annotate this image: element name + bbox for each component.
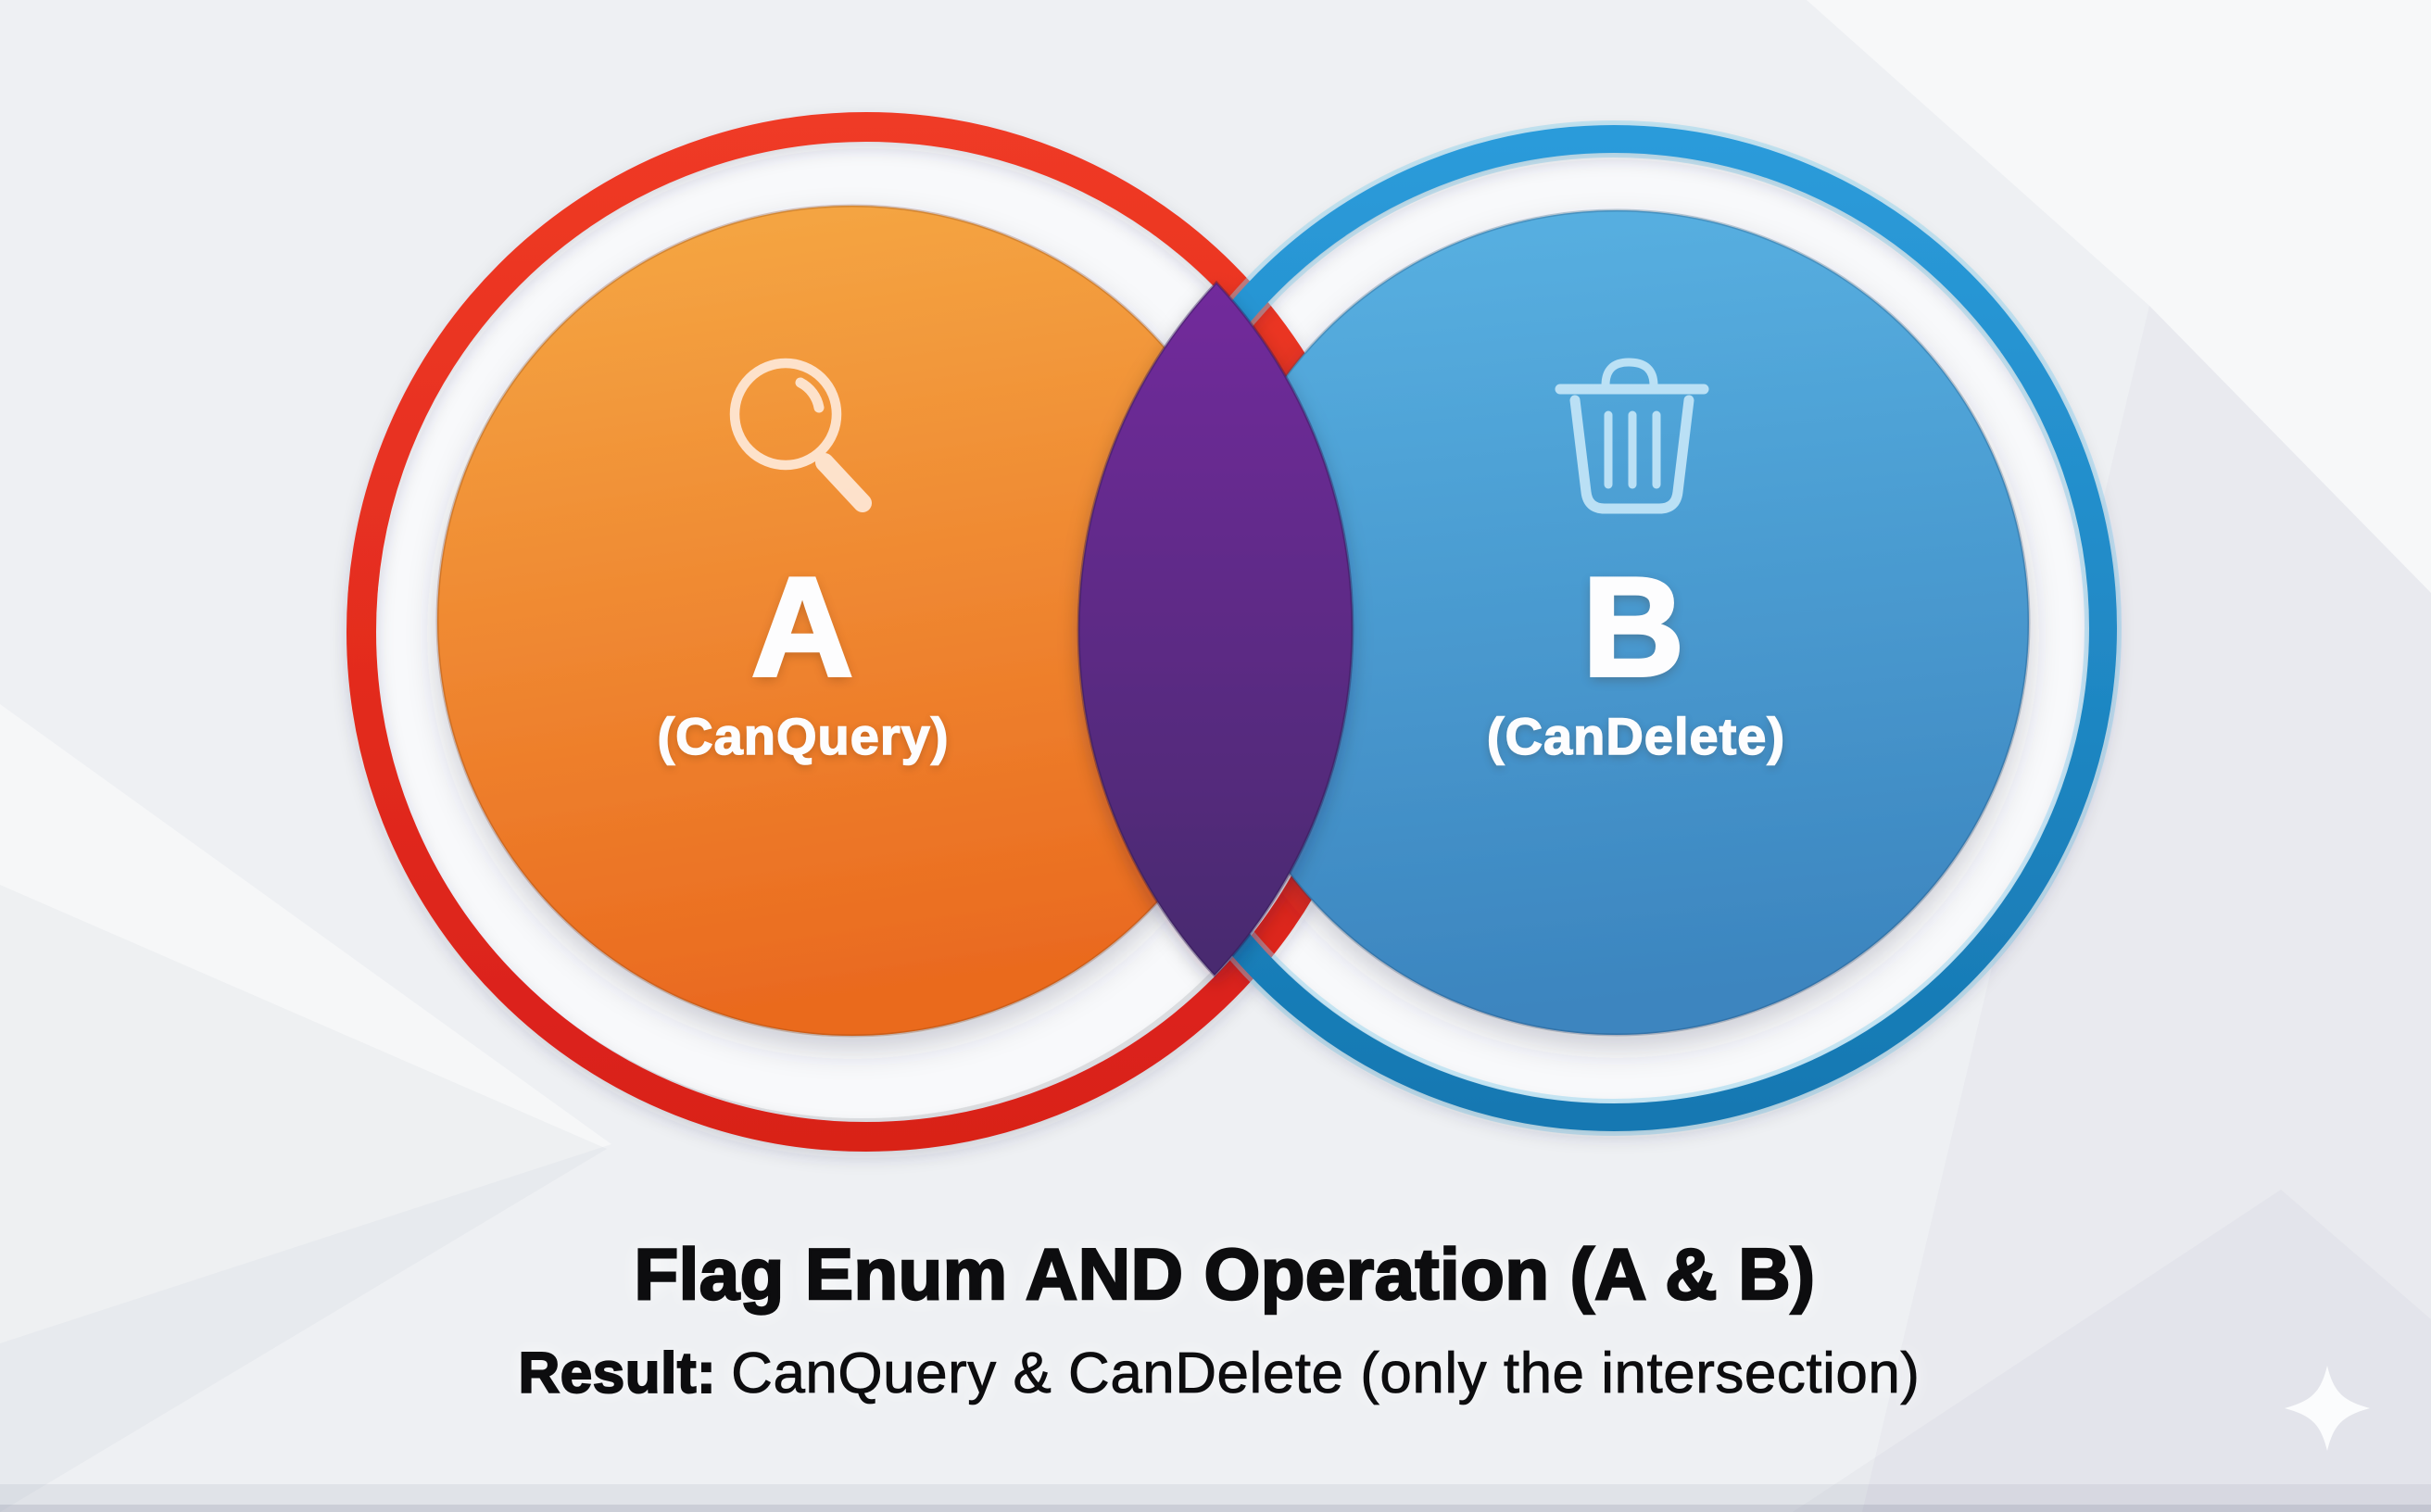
set-b-letter: B	[1581, 548, 1686, 706]
sparkle-icon	[2285, 1366, 2370, 1451]
trash-icon	[1555, 358, 1709, 514]
intersection-lens	[1077, 280, 1354, 978]
set-b-caption: (CanDelete)	[1486, 707, 1786, 765]
diagram-title: Flag Enum AND Operation (A & B)	[633, 1233, 1816, 1315]
result-label: Result:	[518, 1342, 717, 1405]
diagram-result: Result:CanQuery & CanDelete (only the in…	[518, 1342, 1921, 1405]
result-text: CanQuery & CanDelete (only the intersect…	[731, 1342, 1921, 1405]
search-icon	[729, 358, 872, 512]
set-a-caption: (CanQuery)	[657, 707, 950, 765]
set-a-letter: A	[749, 548, 855, 706]
